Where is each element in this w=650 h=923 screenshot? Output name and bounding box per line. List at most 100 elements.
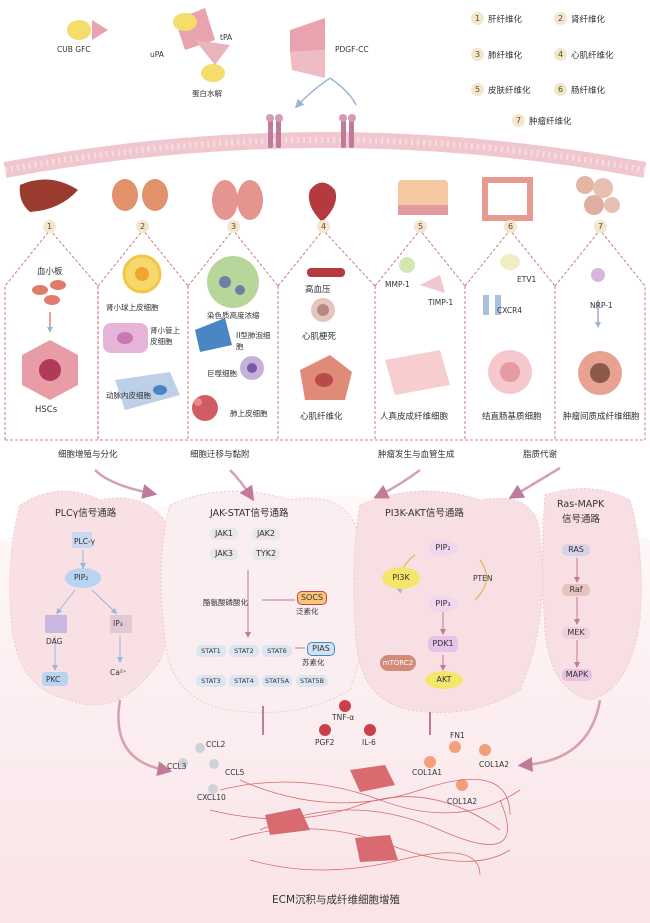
legend-num-2: 2 [554,12,567,25]
ccl2-label: CCL2 [206,740,226,749]
plc-pip2-label: PIP₂ [74,573,89,582]
lung-epithelial-label: 肺上皮细胞 [230,409,268,418]
raf-node: Raf [562,584,590,596]
legend-num-5: 5 [471,83,484,96]
stat6-box: STAT6 [262,645,292,657]
arterial-endothelial-cell [115,372,180,410]
col1a2-label-1: COL1A2 [479,760,509,769]
pdgf-cc-label: PDGF-CC [335,45,369,54]
arterial-label: 动脉内皮细胞 [106,391,151,400]
mmp1-protein [399,257,415,273]
plc-gamma-label: PLC-γ [74,537,96,546]
dermal-fibroblast [385,350,450,395]
cytokine-dots [319,700,376,736]
il6-label: IL-6 [362,738,376,747]
organ-badge-4: 4 [317,220,330,233]
mtorc2-node: mTORC2 [380,655,416,671]
organ-badge-1: 1 [43,220,56,233]
pias-box: PIAS [307,642,335,656]
pkc-label: PKC [46,675,61,684]
receptor-left [266,114,283,148]
pten-label: PTEN [473,574,493,583]
cell-membrane [3,132,647,178]
ubiquitination-label: 泛素化 [296,607,319,616]
skin-icon [398,180,448,215]
plc-pathway-title: PLCγ信号通路 [55,508,117,519]
legend-num-4: 4 [554,48,567,61]
pgf2-label: PGF2 [315,738,335,747]
chromatin-condensed-cell [207,256,259,308]
sumoylation-label: 苏素化 [302,658,325,667]
tnf-label: TNF-α [332,713,355,722]
timp1-protein [420,275,445,293]
process-migration: 细胞迁移与黏附 [190,450,250,460]
tyrosine-phos-label: 酪氨酸磷酸化 [203,598,248,607]
infarct-disc [311,298,335,322]
cardiac-fibrosis-label: 心肌纤维化 [300,412,343,422]
cxcr4-receptor [483,295,501,315]
organ-badge-3: 3 [227,220,240,233]
kidney-icon [112,179,168,211]
legend-label-5: 皮肤纤维化 [488,86,531,96]
pi3k-node: PI3K [382,567,420,589]
heart-icon [308,182,337,222]
pip2-shape [65,568,101,588]
legend-num-6: 6 [554,83,567,96]
dermal-fibroblast-label: 人真皮成纤维细胞 [380,412,449,422]
colorectal-stromal-label: 结直肠基质细胞 [482,412,542,422]
ras-node: RAS [562,544,590,556]
protease-complex [173,8,230,82]
fn1-label: FN1 [450,731,465,740]
cub-gfc-label: CUB GFC [57,45,91,54]
cxcl10-label: CXCL10 [197,793,226,802]
macrophage-label: 巨噬细胞 [207,369,237,378]
ca-label: Ca²⁺ [110,668,127,677]
tubular-epithelial-cell [103,323,148,353]
cardiac-fibroblast [300,355,352,400]
organ-badge-5: 5 [414,220,427,233]
legend-label-4: 心肌纤维化 [571,51,614,61]
tpa-label: tPA [220,33,233,42]
hsc-label: HSCs [35,405,58,415]
infarction-label: 心肌梗死 [302,332,337,342]
pip3-node: PIP₃ [428,596,458,612]
hsc-cell [22,340,78,400]
ip3-shape [110,615,132,633]
upa-label: uPA [150,50,164,59]
legend-label-7: 肿瘤纤维化 [529,117,572,127]
plc-cloud [9,490,177,706]
col1a1-label: COL1A1 [412,768,442,777]
ccl5-label: CCL5 [225,768,245,777]
blood-vessel [307,268,345,277]
process-proliferation: 细胞增殖与分化 [58,450,118,460]
dag-label: DAG [46,637,63,646]
hypertension-label: 高血压 [305,285,331,295]
tumor-fibroblast-label: 肿瘤间质成纤维细胞 [563,412,640,422]
mek-node: MEK [562,627,590,639]
tumor-fibroblast [578,351,622,395]
socs-box: SOCS [297,591,327,605]
jak3-box: JAK3 [210,548,238,560]
etv1-label: ETV1 [517,275,537,284]
lung-icon [212,180,263,220]
legend-label-1: 肝纤维化 [488,15,523,25]
stat3-box: STAT3 [196,675,226,687]
akt-node: AKT [425,671,463,689]
ecm-caption: ECM沉积与成纤维细胞增殖 [272,894,401,906]
process-lipid-metabolism: 脂质代谢 [523,450,558,460]
mapk-node: MAPK [562,669,592,681]
jak1-box: JAK1 [210,528,238,540]
mmp1-label: MMP-1 [385,280,410,289]
stat5a-box: STAT5A [262,675,292,687]
ras-pathway-title-2: 信号通路 [562,514,601,525]
platelets [32,280,66,305]
cxcr4-label: CXCR4 [497,306,523,315]
nrp1-label: NRP-1 [590,301,613,310]
glomerular-label: 肾小球上皮细胞 [106,303,159,312]
jak-pathway-title: JAK-STAT信号通路 [210,508,289,519]
tubular-label: 肾小管上皮细胞 [150,326,180,346]
pdk1-node: PDK1 [428,636,458,652]
legend-num-3: 3 [471,48,484,61]
protease-label: 蛋白水解 [192,89,222,98]
